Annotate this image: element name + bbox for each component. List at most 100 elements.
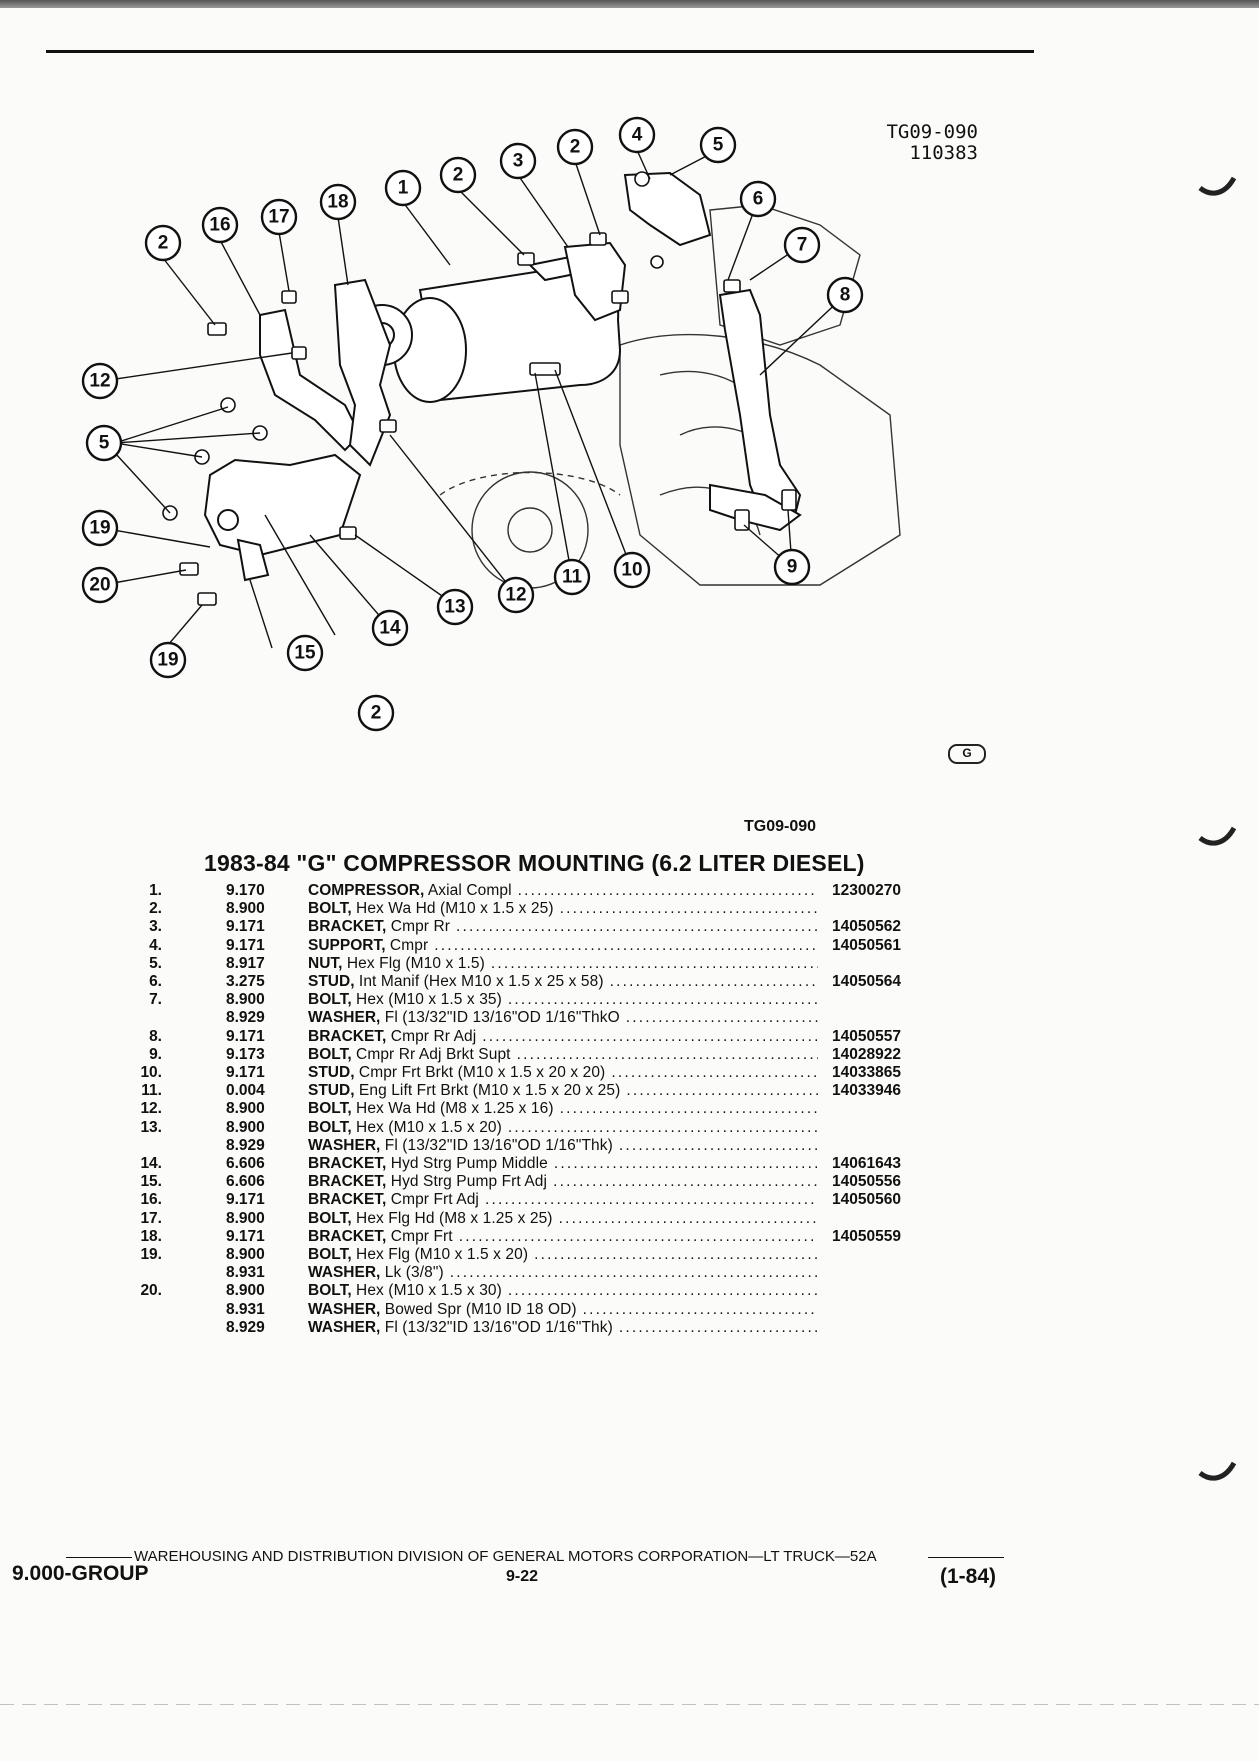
part-spec: Lk (3/8")	[380, 1264, 444, 1282]
part-name: WASHER,	[308, 1300, 381, 1318]
part-name: WASHER,	[308, 1136, 381, 1154]
callout-bubble: 17	[260, 198, 298, 236]
part-name: STUD,	[308, 973, 355, 991]
item-number: 13.	[140, 1118, 162, 1136]
part-description: STUD, Int Manif (Hex M10 x 1.5 x 25 x 58…	[308, 973, 822, 991]
part-description: BRACKET, Cmpr Rr	[308, 918, 822, 936]
dot-leader	[482, 1028, 818, 1046]
dot-leader	[619, 1319, 818, 1337]
callout-bubble: 6	[739, 180, 777, 218]
part-description: BRACKET, Cmpr Rr Adj	[308, 1028, 822, 1046]
scan-artifact	[0, 1704, 1259, 1705]
part-description: STUD, Eng Lift Frt Brkt (M10 x 1.5 x 20 …	[308, 1082, 822, 1100]
group-number: 8.929	[226, 1009, 265, 1027]
group-number: 8.931	[226, 1300, 265, 1318]
binder-hole-mark	[1198, 826, 1237, 846]
exploded-view-diagram: 1 2 2 2 2 2 3 4 5 5 6 7 8 9 10 11 12 12 …	[81, 116, 901, 732]
part-spec: Cmpr Frt Adj	[386, 1191, 479, 1209]
part-number	[822, 1282, 932, 1300]
engine-block-shape	[619, 333, 901, 586]
part-number	[822, 1100, 932, 1118]
dot-leader	[553, 1173, 818, 1191]
callout-bubble: 8	[826, 276, 864, 314]
callout-bubble: 10	[613, 551, 651, 589]
part-number: 14061643	[832, 1155, 901, 1173]
dot-leader	[491, 955, 818, 973]
part-number	[822, 955, 932, 973]
part-spec: Hex (M10 x 1.5 x 30)	[351, 1282, 502, 1300]
part-spec: Cmpr Rr	[386, 918, 451, 936]
part-spec: Int Manif (Hex M10 x 1.5 x 25 x 58)	[354, 973, 604, 991]
part-name: STUD,	[308, 1064, 355, 1082]
group-number: 8.900	[226, 1118, 265, 1136]
item-number: 4.	[149, 936, 162, 954]
part-spec: Cmpr Frt	[386, 1227, 453, 1245]
callout-bubble: 16	[201, 206, 239, 244]
part-spec: Hex (M10 x 1.5 x 35)	[351, 991, 502, 1009]
scan-edge	[0, 0, 1259, 8]
group-number: 8.900	[226, 1100, 265, 1118]
dot-leader	[626, 1009, 818, 1027]
item-number: 14.	[140, 1155, 162, 1173]
item-number: 2.	[149, 900, 162, 918]
svg-text:15: 15	[294, 643, 316, 664]
part-description: BOLT, Hex Wa Hd (M10 x 1.5 x 25)	[308, 900, 822, 918]
group-number: 8.929	[226, 1318, 265, 1336]
part-spec: Fl (13/32"ID 13/16"OD 1/16"Thk)	[380, 1318, 613, 1336]
dot-leader	[619, 1137, 818, 1155]
item-number: 20.	[140, 1282, 162, 1300]
item-number	[120, 1009, 226, 1027]
svg-text:7: 7	[797, 235, 808, 256]
illustration-id: TG09-090 110383	[870, 122, 978, 164]
part-name: BOLT,	[308, 1118, 352, 1136]
part-name: BOLT,	[308, 1100, 352, 1118]
part-number	[822, 900, 932, 918]
item-number: 16.	[140, 1191, 162, 1209]
part-description: NUT, Hex Flg (M10 x 1.5)	[308, 955, 822, 973]
part-name: WASHER,	[308, 1318, 381, 1336]
item-number: 7.	[149, 991, 162, 1009]
group-number: 8.900	[226, 1209, 265, 1227]
item-number: 5.	[149, 954, 162, 972]
part-number: 14050561	[832, 936, 901, 954]
part-spec: Cmpr Rr Adj Brkt Supt	[351, 1045, 511, 1063]
dot-leader	[583, 1301, 818, 1319]
part-name: BRACKET,	[308, 1155, 387, 1173]
footer-group-label: 9.000-GROUP	[12, 1562, 149, 1585]
svg-text:5: 5	[99, 433, 110, 454]
part-number: 14050562	[832, 918, 901, 936]
part-number	[822, 1119, 932, 1137]
binder-hole-mark	[1198, 1461, 1237, 1481]
dot-leader	[508, 991, 818, 1009]
item-number: 9.	[149, 1045, 162, 1063]
part-description: WASHER, Fl (13/32"ID 13/16"OD 1/16"Thk)	[308, 1319, 822, 1337]
part-number	[822, 1137, 932, 1155]
parts-row: 13. 8.900 BOLT, Hex (M10 x 1.5 x 20)	[120, 1119, 932, 1137]
part-name: BOLT,	[308, 1282, 352, 1300]
item-number	[120, 1264, 226, 1282]
dot-leader	[434, 937, 818, 955]
callout-bubble: 2	[357, 694, 395, 732]
item-number: 10.	[140, 1064, 162, 1082]
callout-bubble: 18	[319, 183, 357, 221]
part-spec: Hex (M10 x 1.5 x 20)	[351, 1118, 502, 1136]
svg-text:10: 10	[621, 560, 642, 581]
part-description: BOLT, Hex (M10 x 1.5 x 20)	[308, 1119, 822, 1137]
svg-text:12: 12	[505, 585, 526, 606]
page-number: 9-22	[506, 1568, 539, 1585]
callout-bubble: 5	[699, 126, 737, 164]
part-description: BRACKET, Hyd Strg Pump Middle	[308, 1155, 822, 1173]
part-description: WASHER, Fl (13/32"ID 13/16"OD 1/16"Thk)	[308, 1137, 822, 1155]
item-number: 3.	[149, 918, 162, 936]
part-name: COMPRESSOR,	[308, 882, 425, 899]
group-number: 8.900	[226, 1282, 265, 1300]
